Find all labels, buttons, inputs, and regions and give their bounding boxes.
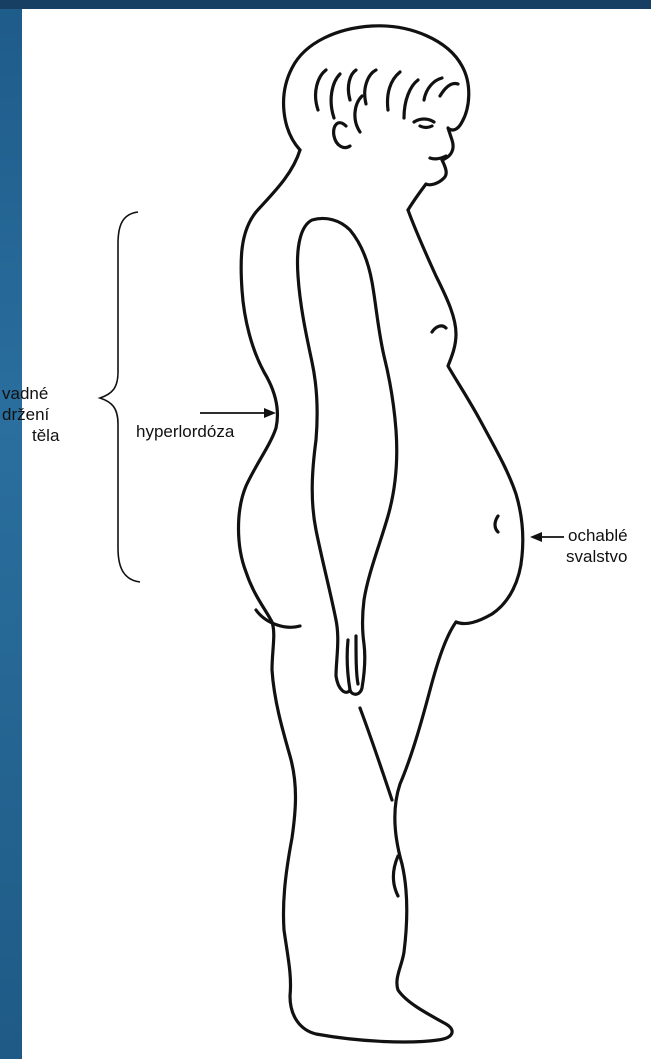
hyperlordosis-label: hyperlordóza	[136, 422, 234, 442]
ear	[334, 123, 350, 148]
arm-contour	[298, 218, 397, 694]
posture-label-line2: držení	[2, 405, 49, 425]
muscles-arrow	[530, 532, 564, 542]
navel	[495, 516, 498, 532]
posture-label-line3: těla	[32, 426, 59, 446]
knee-line	[394, 856, 399, 896]
muscles-label-line2: svalstvo	[566, 547, 627, 567]
chest-detail	[432, 326, 446, 332]
posture-brace	[100, 212, 140, 582]
back-contour	[239, 150, 457, 1042]
posture-label-line1: vadné	[2, 384, 48, 404]
fingers	[347, 636, 358, 690]
eye	[414, 119, 434, 128]
hyperlordosis-arrow	[200, 408, 276, 418]
mouth	[430, 156, 446, 159]
head-outline	[284, 26, 469, 210]
buttock-line	[256, 610, 300, 627]
muscles-label-line1: ochablé	[568, 526, 628, 546]
thigh-line	[360, 708, 392, 800]
front-contour	[408, 210, 523, 624]
